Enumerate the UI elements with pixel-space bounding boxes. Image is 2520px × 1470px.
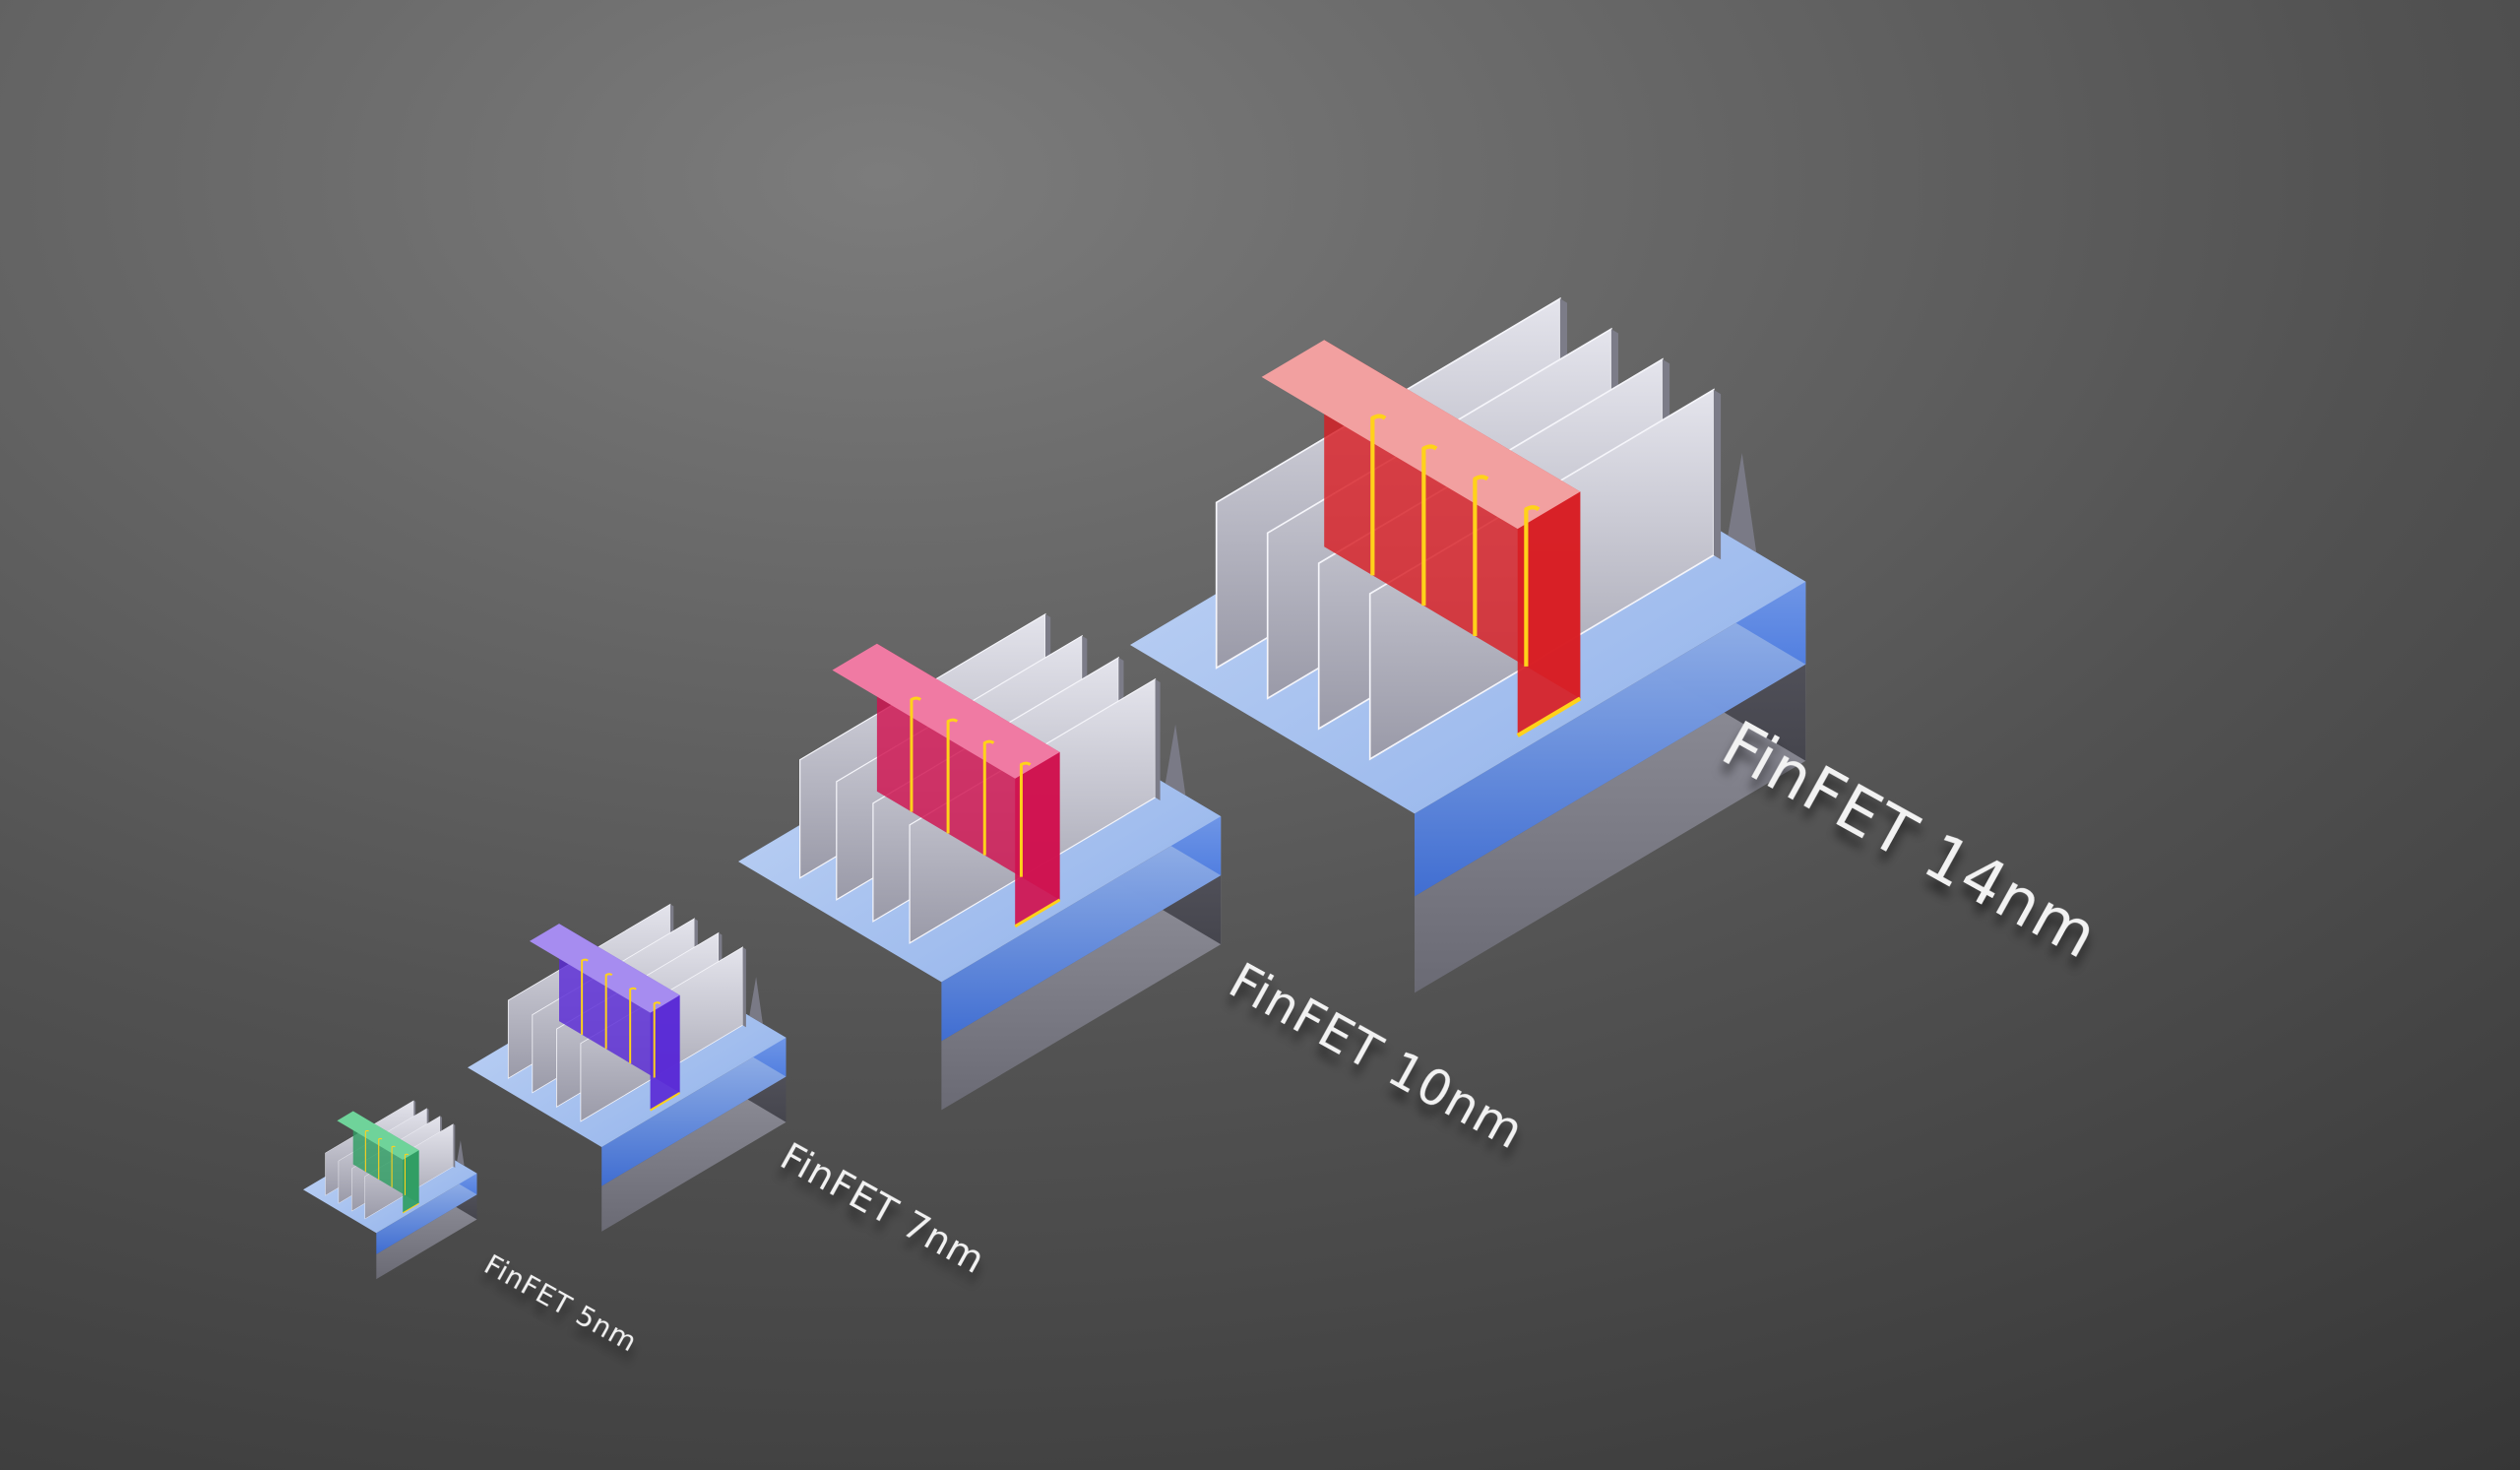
substrate-front [601,1076,787,1232]
gate-top [530,924,680,1013]
liner [364,1129,369,1173]
gate-top [1261,340,1581,530]
oxide-front [376,1173,477,1254]
liner-base [650,1091,681,1112]
liner [910,696,922,812]
fin-edge [742,947,746,1028]
liner [1370,414,1387,576]
gate-top [832,643,1060,779]
fin-section [457,1140,465,1166]
liner [378,1137,383,1180]
fin-edge [453,1123,456,1168]
liner-base [1014,898,1061,928]
fin-edge [1155,678,1161,800]
fin-section [1728,453,1757,552]
gate-top [337,1111,419,1160]
liner-base [402,1202,419,1214]
fin-section [1165,724,1186,796]
liner [581,958,589,1035]
liner [391,1145,396,1187]
oxide-front [941,816,1222,1042]
liner [1524,505,1541,667]
fin-edge [1713,389,1722,560]
oxide-front [1415,581,1806,897]
liner [1421,444,1438,607]
liner [1019,761,1032,877]
liner [982,739,995,856]
device-n7 [468,903,787,1232]
liner [604,973,613,1050]
substrate-front [941,875,1222,1111]
device-n10 [738,612,1222,1111]
liner-base [1516,696,1582,737]
device-n14 [1130,296,1806,993]
liner [629,987,637,1063]
substrate-front [376,1194,477,1280]
liner [1473,475,1489,637]
liner [404,1153,410,1195]
substrate-front [1415,664,1806,993]
oxide-front [601,1037,787,1186]
liner [946,718,959,834]
device-n5 [303,1100,477,1280]
liner [653,1001,662,1078]
device-group [303,296,1806,1280]
fin-section [749,977,763,1024]
